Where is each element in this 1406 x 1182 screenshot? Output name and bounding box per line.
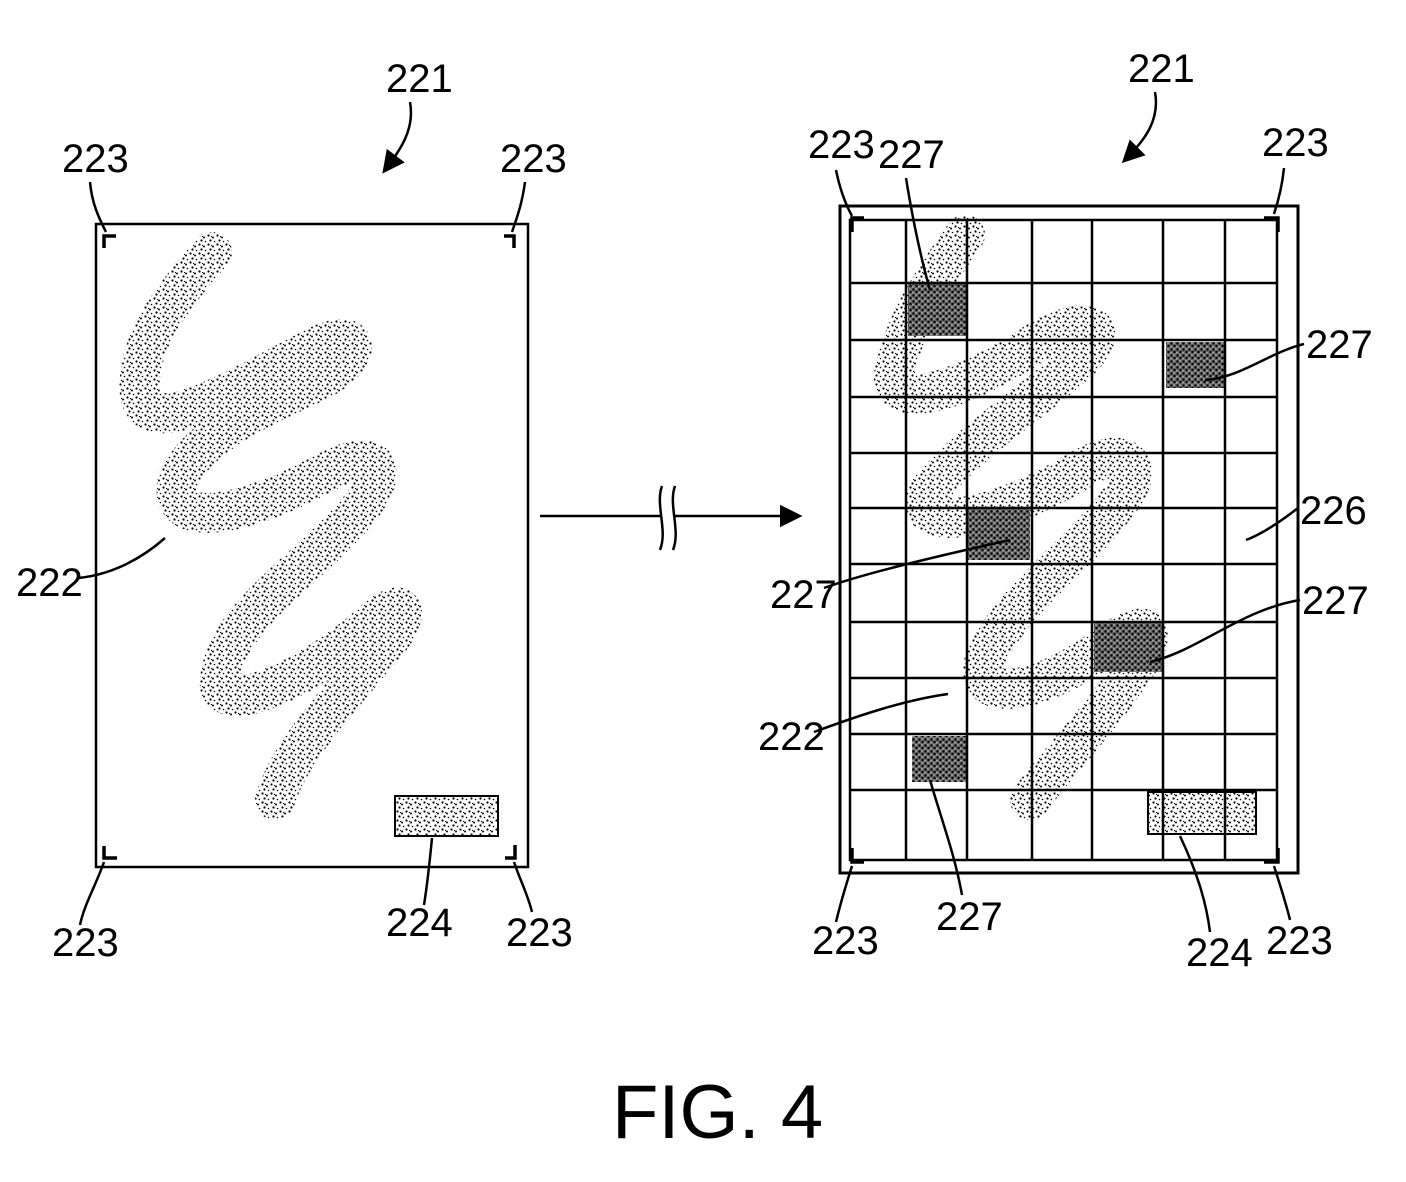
right-ref-226: 226: [1300, 489, 1367, 533]
left-arrow-221-icon: [385, 102, 411, 170]
right-ref-227-top: 227: [878, 133, 945, 177]
right-ref-227-right: 227: [1306, 323, 1373, 367]
right-cell-227-e: [912, 736, 968, 782]
left-ref-223-tl: 223: [62, 137, 129, 181]
left-panel: 221 223 223 223 223 222 224: [16, 57, 573, 965]
right-ref-227-midright: 227: [1302, 579, 1369, 623]
left-label-area: [395, 796, 498, 836]
left-ref-223-br: 223: [506, 911, 573, 955]
left-ref-223-tr: 223: [500, 137, 567, 181]
right-ref-223-tr: 223: [1262, 121, 1329, 165]
left-ref-221: 221: [386, 57, 453, 101]
right-cell-227-c: [968, 508, 1030, 560]
figure-caption: FIG. 4: [612, 1070, 823, 1155]
right-arrow-221-icon: [1125, 92, 1156, 160]
right-ref-224: 224: [1186, 931, 1253, 975]
right-cell-227-d: [1094, 622, 1162, 672]
right-cell-227-a: [908, 282, 966, 336]
left-ref-224: 224: [386, 901, 453, 945]
right-ref-227-bottom: 227: [936, 895, 1003, 939]
right-ref-227-left: 227: [770, 573, 837, 617]
right-cell-227-b: [1166, 342, 1224, 388]
transition-arrow: [540, 486, 798, 550]
left-ref-223-bl: 223: [52, 921, 119, 965]
right-panel: 221 223 223 227 227 226 227 227 222 227 …: [758, 47, 1373, 975]
right-ref-221: 221: [1128, 47, 1195, 91]
right-ref-223-br: 223: [1266, 919, 1333, 963]
right-ref-222: 222: [758, 715, 825, 759]
right-ref-223-tl: 223: [808, 123, 875, 167]
left-ref-222: 222: [16, 561, 83, 605]
left-leader-223-br: [514, 862, 532, 912]
left-leader-223-bl: [80, 862, 104, 925]
right-ref-223-bl: 223: [812, 919, 879, 963]
